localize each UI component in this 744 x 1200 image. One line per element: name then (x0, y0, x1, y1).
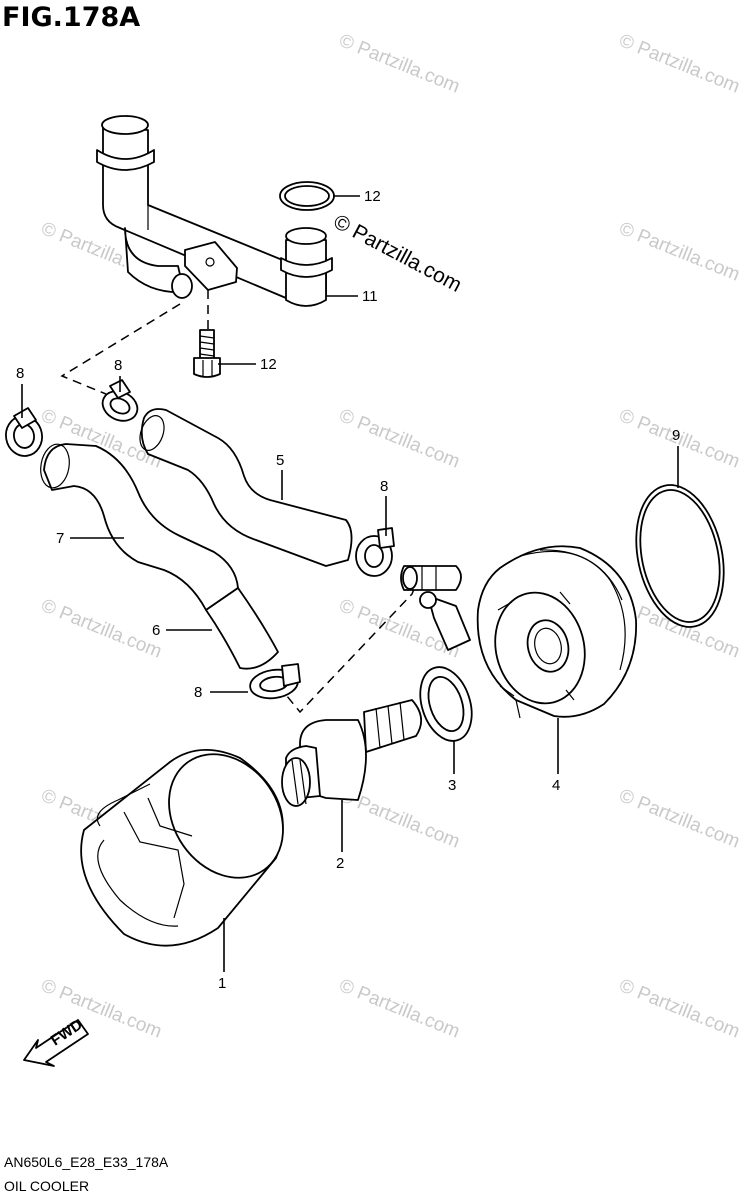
leader-lines (21, 195, 679, 972)
callout-5: 5 (276, 452, 284, 469)
copyright-watermark: © Partzilla.com (330, 210, 466, 297)
callout-9: 9 (672, 427, 680, 444)
callout-4: 4 (552, 777, 560, 794)
callout-8: 8 (380, 478, 388, 495)
o-ring-large-part (635, 484, 725, 628)
o-ring-small-part (279, 181, 335, 211)
watermark: © Partzilla.com (336, 975, 463, 1042)
clamp-part (101, 379, 139, 422)
hose-upper-part (139, 408, 353, 567)
clamp-part (355, 527, 395, 577)
callout-8: 8 (114, 357, 122, 374)
callout-3: 3 (448, 777, 456, 794)
callout-labels: 12 11 12 8 8 5 8 9 7 6 8 3 4 2 1 (16, 188, 680, 992)
callout-1: 1 (218, 975, 226, 992)
clamp-part (5, 407, 43, 457)
watermark: © Partzilla.com (616, 785, 743, 852)
fwd-arrow: FWD (23, 1016, 89, 1067)
watermark: © Partzilla.com (616, 975, 743, 1042)
fitting-part (400, 565, 471, 651)
callout-6: 6 (152, 622, 160, 639)
hose-long-part (40, 443, 279, 670)
callout-11: 12 (364, 188, 381, 205)
callout-8: 8 (194, 684, 202, 701)
clamp-part (249, 663, 301, 700)
assembly-name: OIL COOLER (4, 1178, 90, 1194)
bolt-part (193, 329, 221, 378)
callout-8: 8 (16, 365, 24, 382)
model-code: AN650L6_E28_E33_178A (4, 1154, 169, 1170)
oil-filter-part (80, 749, 284, 947)
callout-7: 7 (56, 530, 64, 547)
callout-12: 12 (260, 356, 277, 373)
assembly-guide-lines (60, 290, 421, 714)
callout-2: 2 (336, 855, 344, 872)
watermark: © Partzilla.com (616, 30, 743, 97)
union-bolt-part (281, 699, 422, 807)
figure-title: FIG.178A (2, 2, 141, 33)
callout-10: 11 (362, 288, 378, 305)
pipe-part (96, 115, 333, 307)
watermark: © Partzilla.com (336, 30, 463, 97)
watermark: © Partzilla.com (38, 595, 165, 662)
oil-cooler-part (476, 545, 637, 719)
watermark: © Partzilla.com (616, 218, 743, 285)
gasket-part (419, 666, 473, 742)
watermark: © Partzilla.com (336, 405, 463, 472)
